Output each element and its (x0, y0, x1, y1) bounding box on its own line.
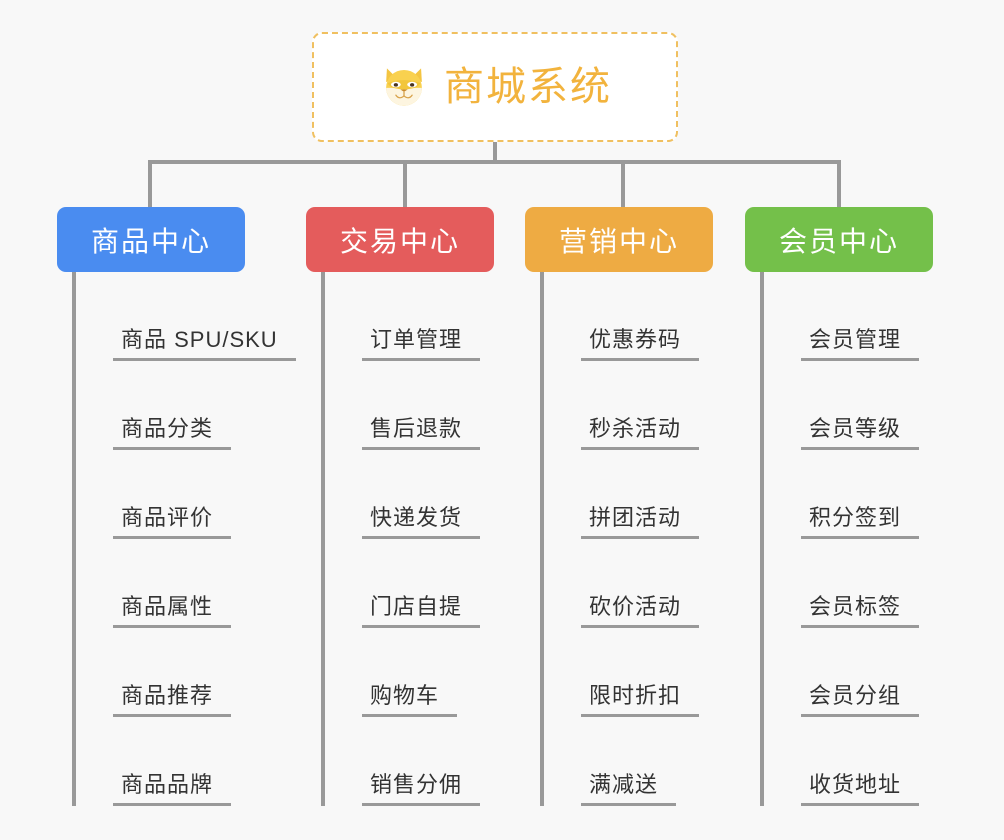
leaf-item[interactable]: 会员标签 (779, 539, 933, 628)
leaf-item-label: 门店自提 (362, 594, 481, 628)
category-header-label: 会员中心 (778, 225, 899, 257)
leaf-item-label: 订单管理 (362, 327, 481, 361)
leaf-item[interactable]: 优惠券码 (559, 272, 713, 361)
shiba-dog-face-icon (386, 68, 422, 106)
leaf-item[interactable]: 会员分组 (779, 628, 933, 717)
leaf-item-label: 商品品牌 (113, 772, 232, 806)
connector-drop-column-4 (837, 160, 841, 207)
leaf-item[interactable]: 会员管理 (779, 272, 933, 361)
connector-drop-column-2 (403, 160, 407, 207)
leaf-item-label: 满减送 (581, 772, 677, 806)
leaf-item[interactable]: 售后退款 (340, 361, 494, 450)
leaf-item[interactable]: 商品 SPU/SKU (91, 272, 296, 361)
leaf-item-label: 商品属性 (113, 594, 232, 628)
category-column-member: 会员中心 会员管理 会员等级 积分签到 会员标签 会员分组 收货地址 (745, 207, 933, 806)
leaf-list-trade: 订单管理 售后退款 快递发货 门店自提 购物车 销售分佣 (321, 272, 494, 806)
category-header-label: 商品中心 (90, 225, 211, 257)
leaf-item[interactable]: 商品分类 (91, 361, 245, 450)
category-header-product[interactable]: 商品中心 (57, 207, 245, 272)
leaf-item-label: 销售分佣 (362, 772, 481, 806)
leaf-item[interactable]: 商品属性 (91, 539, 245, 628)
leaf-item-label: 商品评价 (113, 505, 232, 539)
category-column-product: 商品中心 商品 SPU/SKU 商品分类 商品评价 商品属性 商品推荐 商品品牌 (57, 207, 296, 806)
leaf-item-label: 拼团活动 (581, 505, 700, 539)
root-node[interactable]: 商城系统 (312, 32, 678, 142)
leaf-item[interactable]: 限时折扣 (559, 628, 713, 717)
leaf-item-label: 优惠券码 (581, 327, 700, 361)
leaf-item[interactable]: 商品推荐 (91, 628, 245, 717)
leaf-item-label: 会员等级 (801, 416, 920, 450)
leaf-item-label: 快递发货 (362, 505, 481, 539)
leaf-item-label: 秒杀活动 (581, 416, 700, 450)
leaf-item[interactable]: 商品评价 (91, 450, 245, 539)
leaf-item[interactable]: 拼团活动 (559, 450, 713, 539)
leaf-item-label: 商品 SPU/SKU (113, 327, 296, 361)
category-header-member[interactable]: 会员中心 (745, 207, 933, 272)
connector-drop-column-1 (148, 160, 152, 207)
leaf-item-label: 商品推荐 (113, 683, 232, 717)
leaf-item-label: 会员分组 (801, 683, 920, 717)
leaf-item[interactable]: 积分签到 (779, 450, 933, 539)
leaf-item-label: 商品分类 (113, 416, 232, 450)
leaf-item-label: 砍价活动 (581, 594, 700, 628)
leaf-item[interactable]: 购物车 (340, 628, 494, 717)
category-column-trade: 交易中心 订单管理 售后退款 快递发货 门店自提 购物车 销售分佣 (306, 207, 494, 806)
connector-drop-column-3 (621, 160, 625, 207)
leaf-list-member: 会员管理 会员等级 积分签到 会员标签 会员分组 收货地址 (760, 272, 933, 806)
leaf-list-marketing: 优惠券码 秒杀活动 拼团活动 砍价活动 限时折扣 满减送 (540, 272, 713, 806)
leaf-item[interactable]: 快递发货 (340, 450, 494, 539)
leaf-item[interactable]: 满减送 (559, 717, 713, 806)
leaf-item[interactable]: 砍价活动 (559, 539, 713, 628)
leaf-item[interactable]: 商品品牌 (91, 717, 245, 806)
connector-root-stem (493, 142, 497, 164)
root-title: 商城系统 (444, 65, 612, 109)
leaf-item-label: 购物车 (362, 683, 458, 717)
leaf-list-product: 商品 SPU/SKU 商品分类 商品评价 商品属性 商品推荐 商品品牌 (72, 272, 296, 806)
leaf-item-label: 积分签到 (801, 505, 920, 539)
category-header-trade[interactable]: 交易中心 (306, 207, 494, 272)
connector-horizontal-bus (148, 160, 841, 164)
category-header-marketing[interactable]: 营销中心 (525, 207, 713, 272)
leaf-item-label: 会员管理 (801, 327, 920, 361)
leaf-item[interactable]: 门店自提 (340, 539, 494, 628)
leaf-item-label: 会员标签 (801, 594, 920, 628)
leaf-item[interactable]: 秒杀活动 (559, 361, 713, 450)
category-header-label: 交易中心 (339, 225, 460, 257)
leaf-item[interactable]: 会员等级 (779, 361, 933, 450)
leaf-item-label: 售后退款 (362, 416, 481, 450)
leaf-item-label: 限时折扣 (581, 683, 700, 717)
category-header-label: 营销中心 (558, 225, 679, 257)
leaf-item[interactable]: 订单管理 (340, 272, 494, 361)
leaf-item[interactable]: 收货地址 (779, 717, 933, 806)
leaf-item[interactable]: 销售分佣 (340, 717, 494, 806)
leaf-item-label: 收货地址 (801, 772, 920, 806)
category-column-marketing: 营销中心 优惠券码 秒杀活动 拼团活动 砍价活动 限时折扣 满减送 (525, 207, 713, 806)
